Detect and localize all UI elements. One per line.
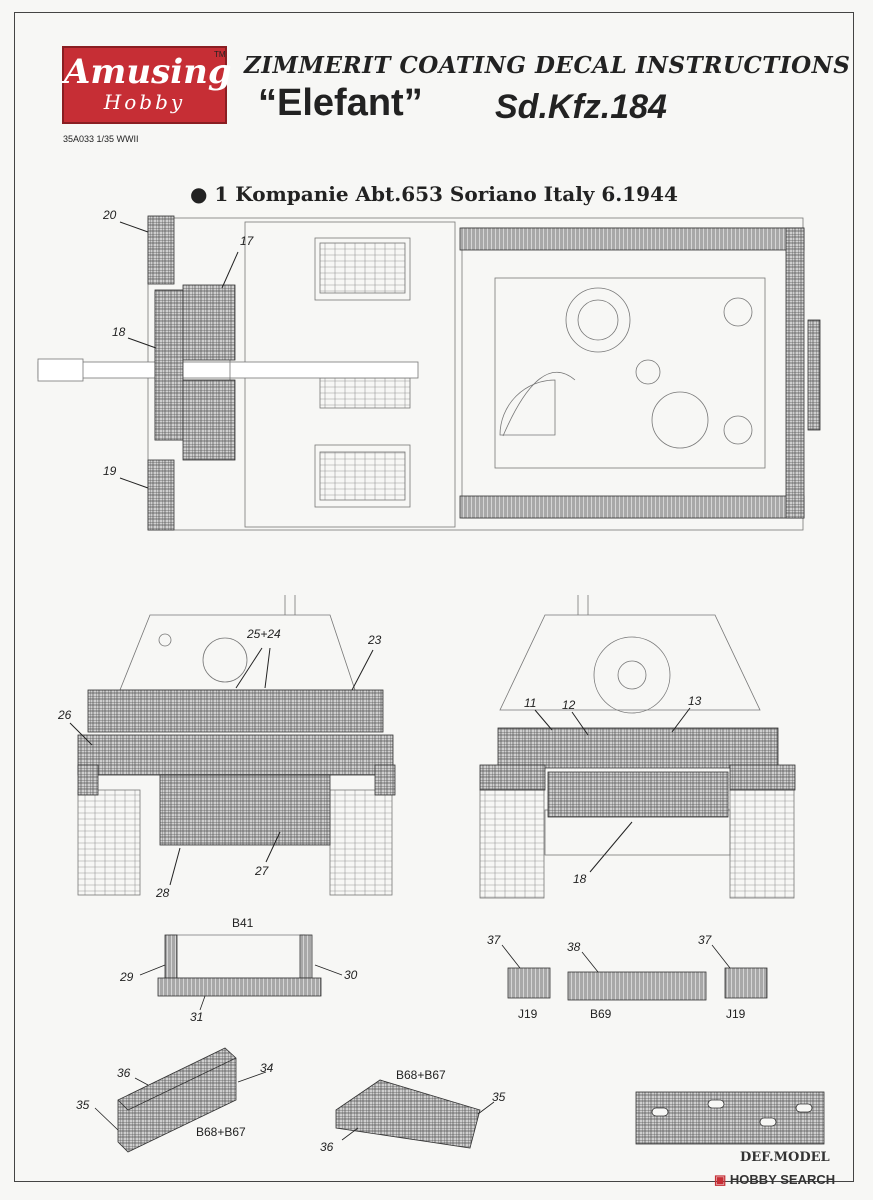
label-37-right: 37 [698,933,712,947]
label-35-right: 35 [492,1090,506,1104]
label-18-rear: 18 [573,872,587,886]
label-j19-right: J19 [726,1007,746,1021]
top-view [37,217,804,531]
label-19: 19 [103,464,117,478]
top-leaders [119,221,239,489]
logo-line1: Amusing [64,52,232,92]
label-13: 13 [688,694,702,708]
label-31: 31 [190,1010,204,1024]
label-27: 27 [255,864,269,878]
label-b68-b67-right: B68+B67 [396,1068,446,1082]
vehicle-designation: Sd.Kfz.184 [495,88,667,126]
label-35-left: 35 [76,1098,90,1112]
part-b68-right [335,1079,495,1149]
label-b69: B69 [590,1007,612,1021]
label-30: 30 [344,968,358,982]
rear-view [479,595,795,899]
logo-line2: Hobby [103,90,186,114]
label-b68-b67-left: B68+B67 [196,1125,246,1139]
label-25-24: 25+24 [247,627,281,641]
label-37-left: 37 [487,933,501,947]
label-j19-left: J19 [518,1007,538,1021]
label-12: 12 [562,698,576,712]
page-title: ZIMMERIT COATING DECAL INSTRUCTIONS [244,52,851,79]
label-18: 18 [112,325,126,339]
label-29: 29 [120,970,134,984]
hobby-search-text: HOBBY SEARCH [729,1172,836,1187]
def-model-sample [635,1091,825,1145]
sheet-border [14,12,854,1182]
label-23: 23 [368,633,382,647]
label-28: 28 [156,886,170,900]
label-38: 38 [567,940,581,954]
scheme-text: 1 Kompanie Abt.653 Soriano Italy 6.1944 [214,182,678,206]
label-36-left: 36 [117,1066,131,1080]
hobby-search-watermark: ▣ HOBBY SEARCH [714,1172,836,1187]
vehicle-name: “Elefant” [258,82,423,124]
product-code: 35A033 1/35 WWII [63,134,139,144]
def-model-watermark: DEF.MODEL [740,1150,830,1165]
label-11: 11 [524,696,537,710]
label-26: 26 [58,708,72,722]
part-b41 [139,934,343,1011]
amusing-hobby-logo: Amusing Hobby [62,46,232,124]
part-b68-left [94,1047,267,1153]
label-17: 17 [240,234,254,248]
top-zimmerit [147,215,821,531]
rear-zimmerit [479,727,796,818]
label-34: 34 [260,1061,274,1075]
front-leaders [69,647,374,886]
trademark: TM [214,50,226,59]
scheme-title: ● 1 Kompanie Abt.653 Soriano Italy 6.194… [190,182,678,206]
label-20: 20 [103,208,117,222]
label-36-right: 36 [320,1140,334,1154]
rear-leaders [534,707,691,873]
label-b41: B41 [232,916,254,930]
part-j19-b69 [501,944,768,1001]
front-view [77,595,393,896]
front-zimmerit [77,689,396,846]
